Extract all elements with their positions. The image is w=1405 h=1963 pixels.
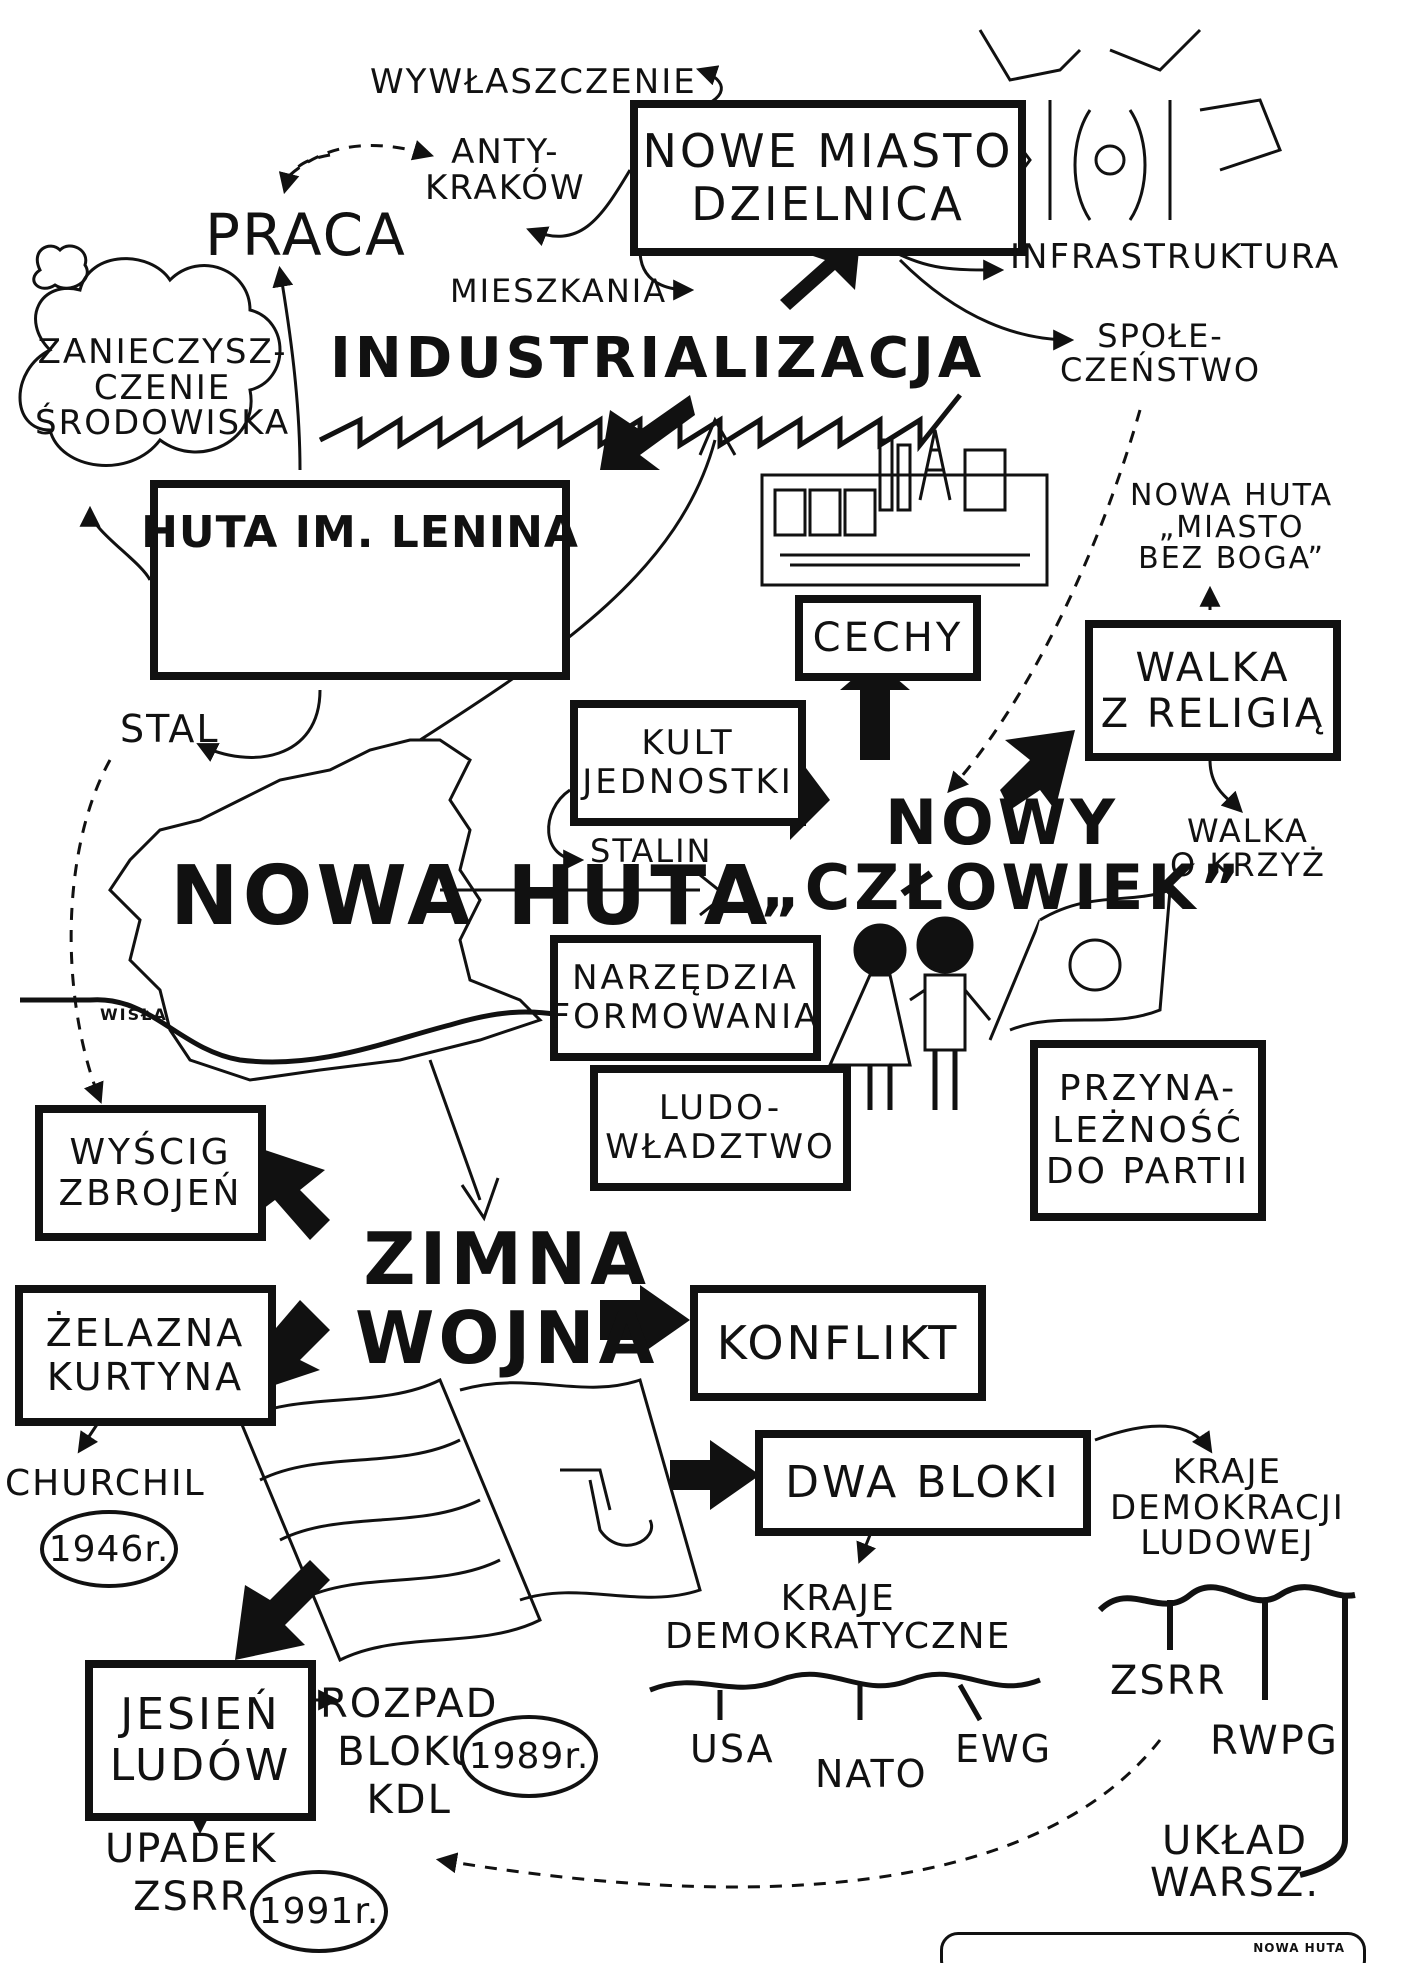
huta-lenina-box: HUTA IM. LENINA <box>141 480 578 680</box>
label-ewg: EWG <box>955 1727 1053 1771</box>
ludowladztwo-box: LUDO- WŁADZTWO <box>590 1065 851 1191</box>
river-label: WISŁA <box>100 1005 168 1024</box>
label-usa: USA <box>690 1727 775 1771</box>
label-rwpg: RWPG <box>1210 1718 1339 1764</box>
label-churchil: CHURCHIL <box>5 1463 206 1504</box>
label-mieszkania: MIESZKANIA <box>450 272 668 310</box>
nowa-huta-outline <box>108 738 543 1082</box>
people-drawing <box>827 916 992 1110</box>
year-1991-oval: 1991r. <box>250 1870 388 1953</box>
walka-religia-box: WALKA Z RELIGIĄ <box>1085 620 1341 761</box>
label-walka-krzyz: WALKA O KRZYŻ <box>1170 812 1326 884</box>
year-1946-oval: 1946r. <box>40 1510 178 1588</box>
label-rozpad: ROZPAD BLOKU KDL <box>320 1681 499 1823</box>
label-zanieczyszczenie: ZANIECZYSZ- CZENIE ŚRODOWISKA <box>35 332 291 444</box>
wyscig-box: WYŚCIG ZBROJEŃ <box>35 1105 266 1241</box>
narzedzia-box: NARZĘDZIA FORMOWANIA <box>550 935 821 1061</box>
label-miasto-bez-boga: NOWA HUTA „MIASTO BEZ BOGA” <box>1130 478 1334 576</box>
label-anty-krakow: ANTY- KRAKÓW <box>425 132 586 208</box>
label-uklad: UKŁAD WARSZ. <box>1150 1818 1321 1906</box>
zelazna-box: ŻELAZNA KURTYNA <box>15 1285 276 1426</box>
label-kraje-demokratyczne: KRAJE DEMOKRATYCZNE <box>665 1578 1012 1657</box>
nowa-huta-badge: NOWA HUTA <box>940 1932 1366 1963</box>
wisla-river <box>20 997 561 1065</box>
label-nowy-czlowiek: NOWY „CZŁOWIEK” <box>760 786 1245 925</box>
soviet-flag-drawing <box>988 887 1172 1041</box>
label-wywlaszczenie: WYWŁASZCZENIE <box>370 62 697 102</box>
label-stalin: STALIN <box>590 832 713 870</box>
cechy-box: CECHY <box>795 595 981 681</box>
label-spoleczenstwo: SPOŁE- CZEŃSTWO <box>1060 317 1262 389</box>
konflikt-box: KONFLIKT <box>690 1285 986 1401</box>
jesien-box: JESIEŃ LUDÓW <box>85 1660 316 1821</box>
label-upadek: UPADEK ZSRR <box>105 1826 278 1920</box>
badge-label: NOWA HUTA <box>1253 1941 1345 1955</box>
nowe-miasto-box: NOWE MIASTO DZIELNICA <box>630 100 1026 256</box>
kult-box: KULT JEDNOSTKI <box>570 700 806 826</box>
label-nato: NATO <box>815 1752 928 1796</box>
przynaleznosc-box: PRZYNA- LEŻNOŚĆ DO PARTII <box>1030 1040 1266 1221</box>
label-zsrr: ZSRR <box>1110 1658 1227 1704</box>
label-praca: PRACA <box>205 201 407 269</box>
cold-war-flags-drawing <box>238 1377 702 1663</box>
label-kraje-demokracji-ludowej: KRAJE DEMOKRACJI LUDOWEJ <box>1110 1452 1345 1564</box>
label-zimna-wojna: ZIMNA WOJNA <box>355 1217 659 1381</box>
year-1989-oval: 1989r. <box>460 1715 598 1798</box>
label-industrializacja: INDUSTRIALIZACJA <box>330 326 986 391</box>
factory-drawing <box>760 429 1049 587</box>
label-stal: STAL <box>120 707 220 751</box>
dwa-bloki-box: DWA BLOKI <box>755 1430 1091 1536</box>
map-title: NOWA HUTA <box>170 849 772 944</box>
label-infrastruktura: INFRASTRUKTURA <box>1010 237 1341 277</box>
